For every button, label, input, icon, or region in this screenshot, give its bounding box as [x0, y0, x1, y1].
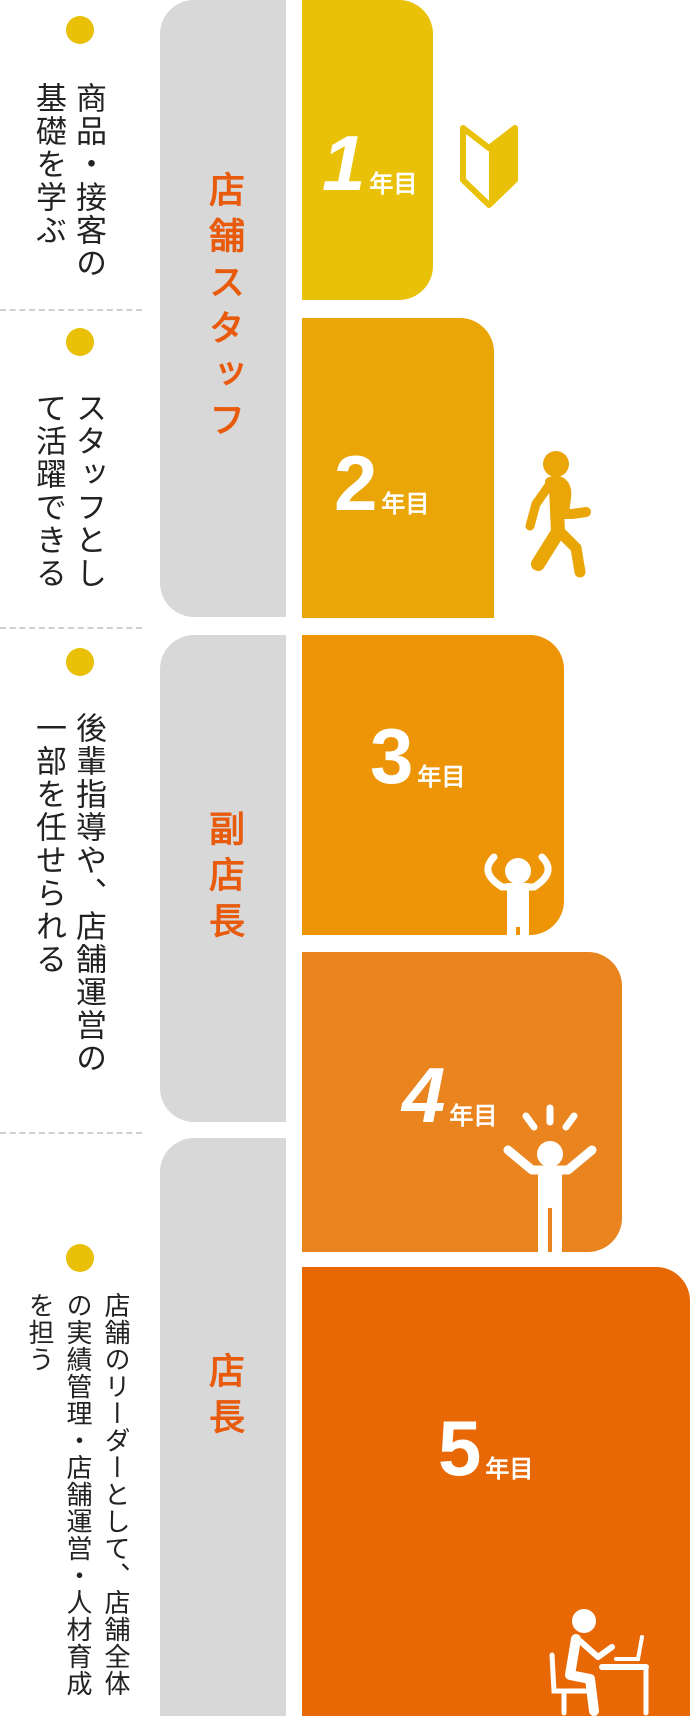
year-number: 3: [370, 712, 414, 800]
divider: [0, 309, 142, 311]
year-number: 2: [334, 439, 378, 527]
year-label: 4 年目: [402, 1051, 498, 1139]
stage-store-staff: 店舗スタッフ: [160, 0, 286, 617]
year-label: 3 年目: [370, 712, 466, 800]
bullet-dot: [66, 328, 94, 356]
bullet-dot: [66, 16, 94, 44]
year-suffix: 年目: [369, 170, 418, 198]
year-block-1: 1 年目: [302, 0, 433, 300]
year-number: 1: [322, 119, 366, 207]
year-number: 4: [402, 1051, 446, 1139]
walking-person-icon: [525, 451, 591, 578]
year-block-4: 4 年目: [302, 952, 622, 1252]
year-suffix: 年目: [381, 490, 430, 518]
description-text: 商品・接客の基礎を学ぶ: [30, 82, 106, 280]
description-text: 店舗のリーダーとして、店舗全体の実績管理・店舗運営・人材育成を担う: [24, 1292, 130, 1697]
year-block-3: 3 年目: [302, 635, 564, 965]
divider: [0, 627, 142, 629]
year-suffix: 年目: [485, 1455, 534, 1483]
bullet-dot: [66, 1244, 94, 1272]
stage-manager: 店長: [160, 1138, 286, 1716]
description-text: スタッフとして活躍できる: [30, 392, 106, 590]
arms-up-person-icon: [484, 853, 552, 965]
year-number: 5: [438, 1404, 482, 1492]
stage-label: 副店長: [203, 809, 244, 948]
description-text: 後輩指導や、店舗運営の一部を任せられる: [30, 712, 106, 1075]
year-label: 2 年目: [334, 439, 430, 527]
year-label: 5 年目: [438, 1404, 534, 1492]
bullet-dot: [66, 648, 94, 676]
year-block-5: 5 年目: [302, 1267, 690, 1716]
stage-label: 店長: [203, 1352, 244, 1444]
year-suffix: 年目: [449, 1102, 498, 1130]
desk-worker-icon: [549, 1609, 649, 1716]
stage-vice-manager: 副店長: [160, 635, 286, 1122]
cheering-person-icon: [503, 1104, 597, 1252]
beginner-mark-icon: [460, 125, 518, 208]
divider: [0, 1132, 142, 1134]
year-suffix: 年目: [417, 763, 466, 791]
stage-label: 店舗スタッフ: [203, 170, 244, 447]
year-block-2: 2 年目: [302, 318, 494, 618]
year-label: 1 年目: [322, 119, 418, 207]
